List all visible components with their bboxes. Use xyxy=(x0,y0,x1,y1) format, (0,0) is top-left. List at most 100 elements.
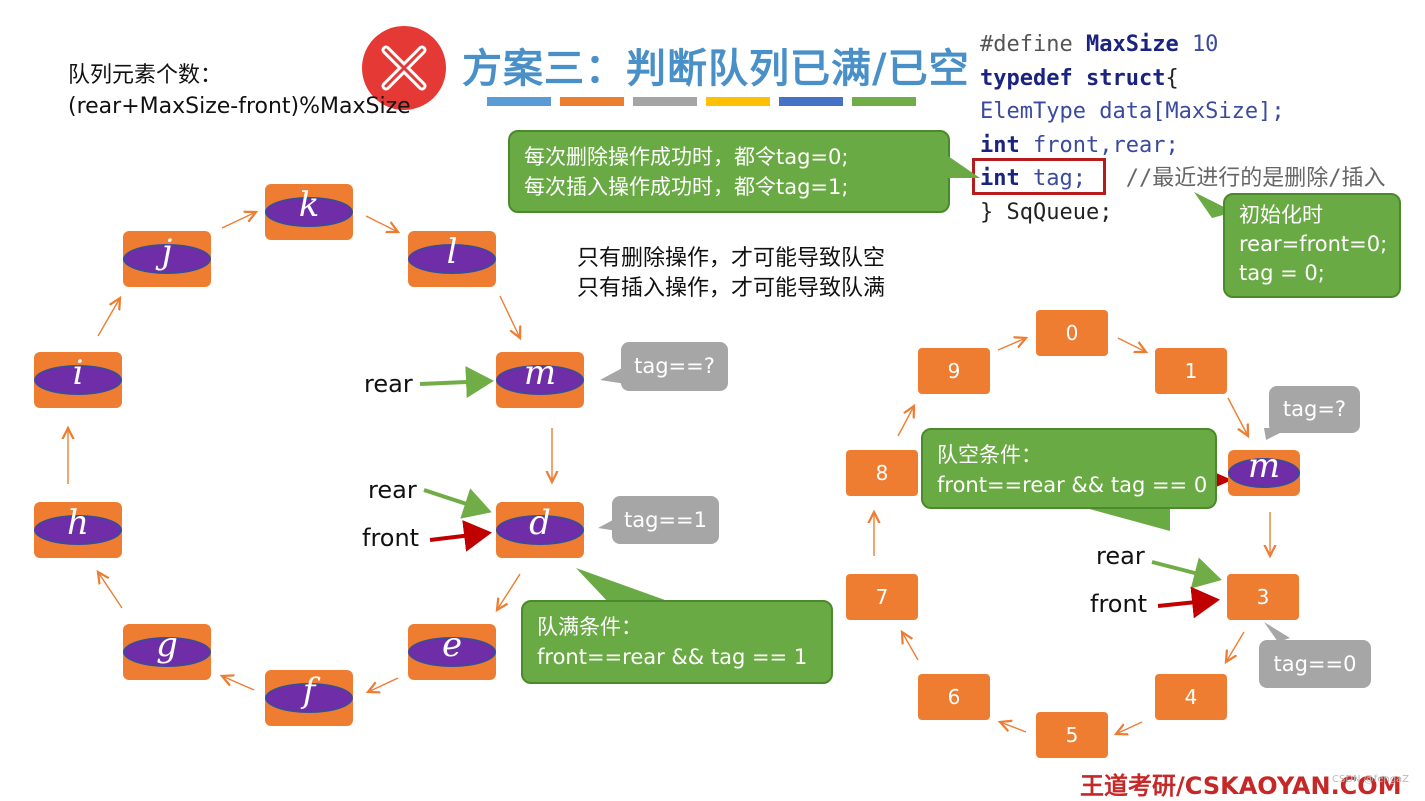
empty-callout-pointer xyxy=(1082,507,1170,531)
ops-callout-line1: 每次删除操作成功时，都令tag=0; xyxy=(524,145,849,169)
close-icon xyxy=(362,26,446,110)
left-front-arrow xyxy=(429,519,492,552)
right-node-6: 6 xyxy=(918,674,990,720)
arrow-d-e xyxy=(497,573,521,610)
arrow-l-m xyxy=(499,295,520,338)
right-node-7: 7 xyxy=(846,574,918,620)
code-struct: struct xyxy=(1085,65,1166,91)
right-ring-arrows xyxy=(874,338,1270,734)
brand-footer: 王道考研/CSKAOYAN.COM xyxy=(1080,772,1402,800)
ops-callout: 每次删除操作成功时，都令tag=0; 每次插入操作成功时，都令tag=1; xyxy=(508,130,950,213)
right-node-1: 1 xyxy=(1155,348,1227,394)
left-node-j: j xyxy=(123,231,211,287)
right-node-8: 8 xyxy=(846,450,918,496)
code-data-line: ElemType data[MaxSize]; xyxy=(980,99,1285,124)
right-node-m: m xyxy=(1228,446,1300,496)
title-underline-segment xyxy=(706,97,770,106)
code-maxsize: MaxSize xyxy=(1085,32,1179,57)
code-typedef: typedef xyxy=(980,65,1073,91)
right-node-0: 0 xyxy=(1036,310,1108,356)
init-callout: 初始化时 rear=front=0; tag = 0; xyxy=(1223,193,1401,298)
note-insert: 只有插入操作，才可能导致队满 xyxy=(577,276,886,301)
arrow-g-h xyxy=(98,572,123,609)
formula-label: 队列元素个数： xyxy=(68,63,223,88)
init-callout-line1: 初始化时 xyxy=(1239,203,1323,227)
empty-condition-expr: front==rear && tag == 0 xyxy=(937,473,1208,497)
right-tag-0-callout: tag==0 xyxy=(1259,640,1371,688)
note-delete: 只有删除操作，才可能导致队空 xyxy=(577,246,886,271)
left-tag-q-callout: tag==? xyxy=(621,342,728,391)
right-front-label: front xyxy=(1090,590,1148,618)
code-open-brace: { xyxy=(1165,65,1179,91)
title-underline-segment xyxy=(852,97,916,106)
arrow-4-5 xyxy=(1116,721,1143,734)
left-rear-top-label: rear xyxy=(364,370,413,398)
formula-expression: (rear+MaxSize-front)%MaxSize xyxy=(68,94,411,119)
left-rear-arrow xyxy=(423,488,492,519)
code-tag: tag; xyxy=(1019,166,1086,191)
arrow-i-j xyxy=(97,298,120,337)
empty-condition-callout: 队空条件： front==rear && tag == 0 xyxy=(921,428,1217,509)
left-rear-label: rear xyxy=(368,476,417,504)
left-node-m: m xyxy=(496,352,584,408)
left-ring-arrows xyxy=(68,212,552,692)
left-node-k: k xyxy=(265,184,353,240)
element-count-formula: 队列元素个数： (rear+MaxSize-front)%MaxSize xyxy=(68,60,411,122)
full-condition-title: 队满条件： xyxy=(537,615,642,639)
full-callout-pointer xyxy=(576,568,676,604)
code-close: } SqQueue; xyxy=(980,199,1113,225)
empty-condition-title: 队空条件： xyxy=(937,443,1042,467)
arrow-9-0 xyxy=(997,338,1026,351)
right-node-4: 4 xyxy=(1155,674,1227,720)
left-node-i: i xyxy=(34,352,122,408)
arrow-0-1 xyxy=(1117,337,1146,352)
arrow-5-6 xyxy=(1000,722,1027,733)
title-underline-segment xyxy=(633,97,697,106)
left-node-l: l xyxy=(408,231,496,287)
notes: 只有删除操作，才可能导致队空 只有插入操作，才可能导致队满 xyxy=(577,244,885,304)
title-underline-segment xyxy=(487,97,551,106)
ops-callout-line2: 每次插入操作成功时，都令tag=1; xyxy=(524,175,849,199)
left-node-g: g xyxy=(123,624,211,680)
watermark: CSDN @fengaZ xyxy=(1332,774,1410,785)
arrow-3-4 xyxy=(1226,631,1245,662)
left-node-f: f xyxy=(265,670,353,726)
init-callout-line3: tag = 0; xyxy=(1239,261,1325,285)
right-node-5: 5 xyxy=(1036,712,1108,758)
code-int-1: int xyxy=(980,132,1020,158)
code-define: #define xyxy=(980,32,1073,57)
arrow-e-f xyxy=(368,677,399,692)
page-title: 方案三：判断队列已满/已空 xyxy=(462,46,970,92)
title-underline-segment xyxy=(779,97,843,106)
arrow-j-k xyxy=(221,212,256,229)
right-rear-label: rear xyxy=(1096,542,1145,570)
left-front-label: front xyxy=(362,524,420,552)
code-maxsize-value: 10 xyxy=(1191,32,1219,57)
right-empty-arrowhead xyxy=(1214,472,1232,488)
title-underline-segment xyxy=(560,97,624,106)
right-front-arrow xyxy=(1157,586,1220,619)
right-tag-0-pointer xyxy=(1264,622,1290,642)
left-node-e: e xyxy=(408,624,496,680)
full-condition-expr: front==rear && tag == 1 xyxy=(537,645,808,669)
arrow-1-m xyxy=(1227,397,1248,436)
full-condition-callout: 队满条件： front==rear && tag == 1 xyxy=(521,600,833,684)
init-callout-line2: rear=front=0; xyxy=(1239,232,1388,256)
left-tag-q-pointer xyxy=(600,366,626,384)
arrow-6-7 xyxy=(902,632,919,661)
arrow-8-9 xyxy=(897,406,914,437)
left-tag-1-callout: tag==1 xyxy=(612,496,719,544)
right-tag-q-callout: tag=? xyxy=(1269,386,1360,433)
arrow-k-l xyxy=(365,215,398,232)
left-rear-top-arrow xyxy=(419,366,494,399)
left-node-h: h xyxy=(34,502,122,558)
left-node-d: d xyxy=(496,502,584,558)
code-front-rear: front,rear; xyxy=(1019,132,1179,158)
right-node-3: 3 xyxy=(1227,574,1299,620)
right-node-9: 9 xyxy=(918,348,990,394)
arrow-f-g xyxy=(222,676,255,691)
code-comment: //最近进行的是删除/插入 xyxy=(1125,166,1386,191)
code-block: #define MaxSize 10 typedef struct{ ElemT… xyxy=(980,28,1385,229)
ops-callout-pointer xyxy=(948,156,980,178)
